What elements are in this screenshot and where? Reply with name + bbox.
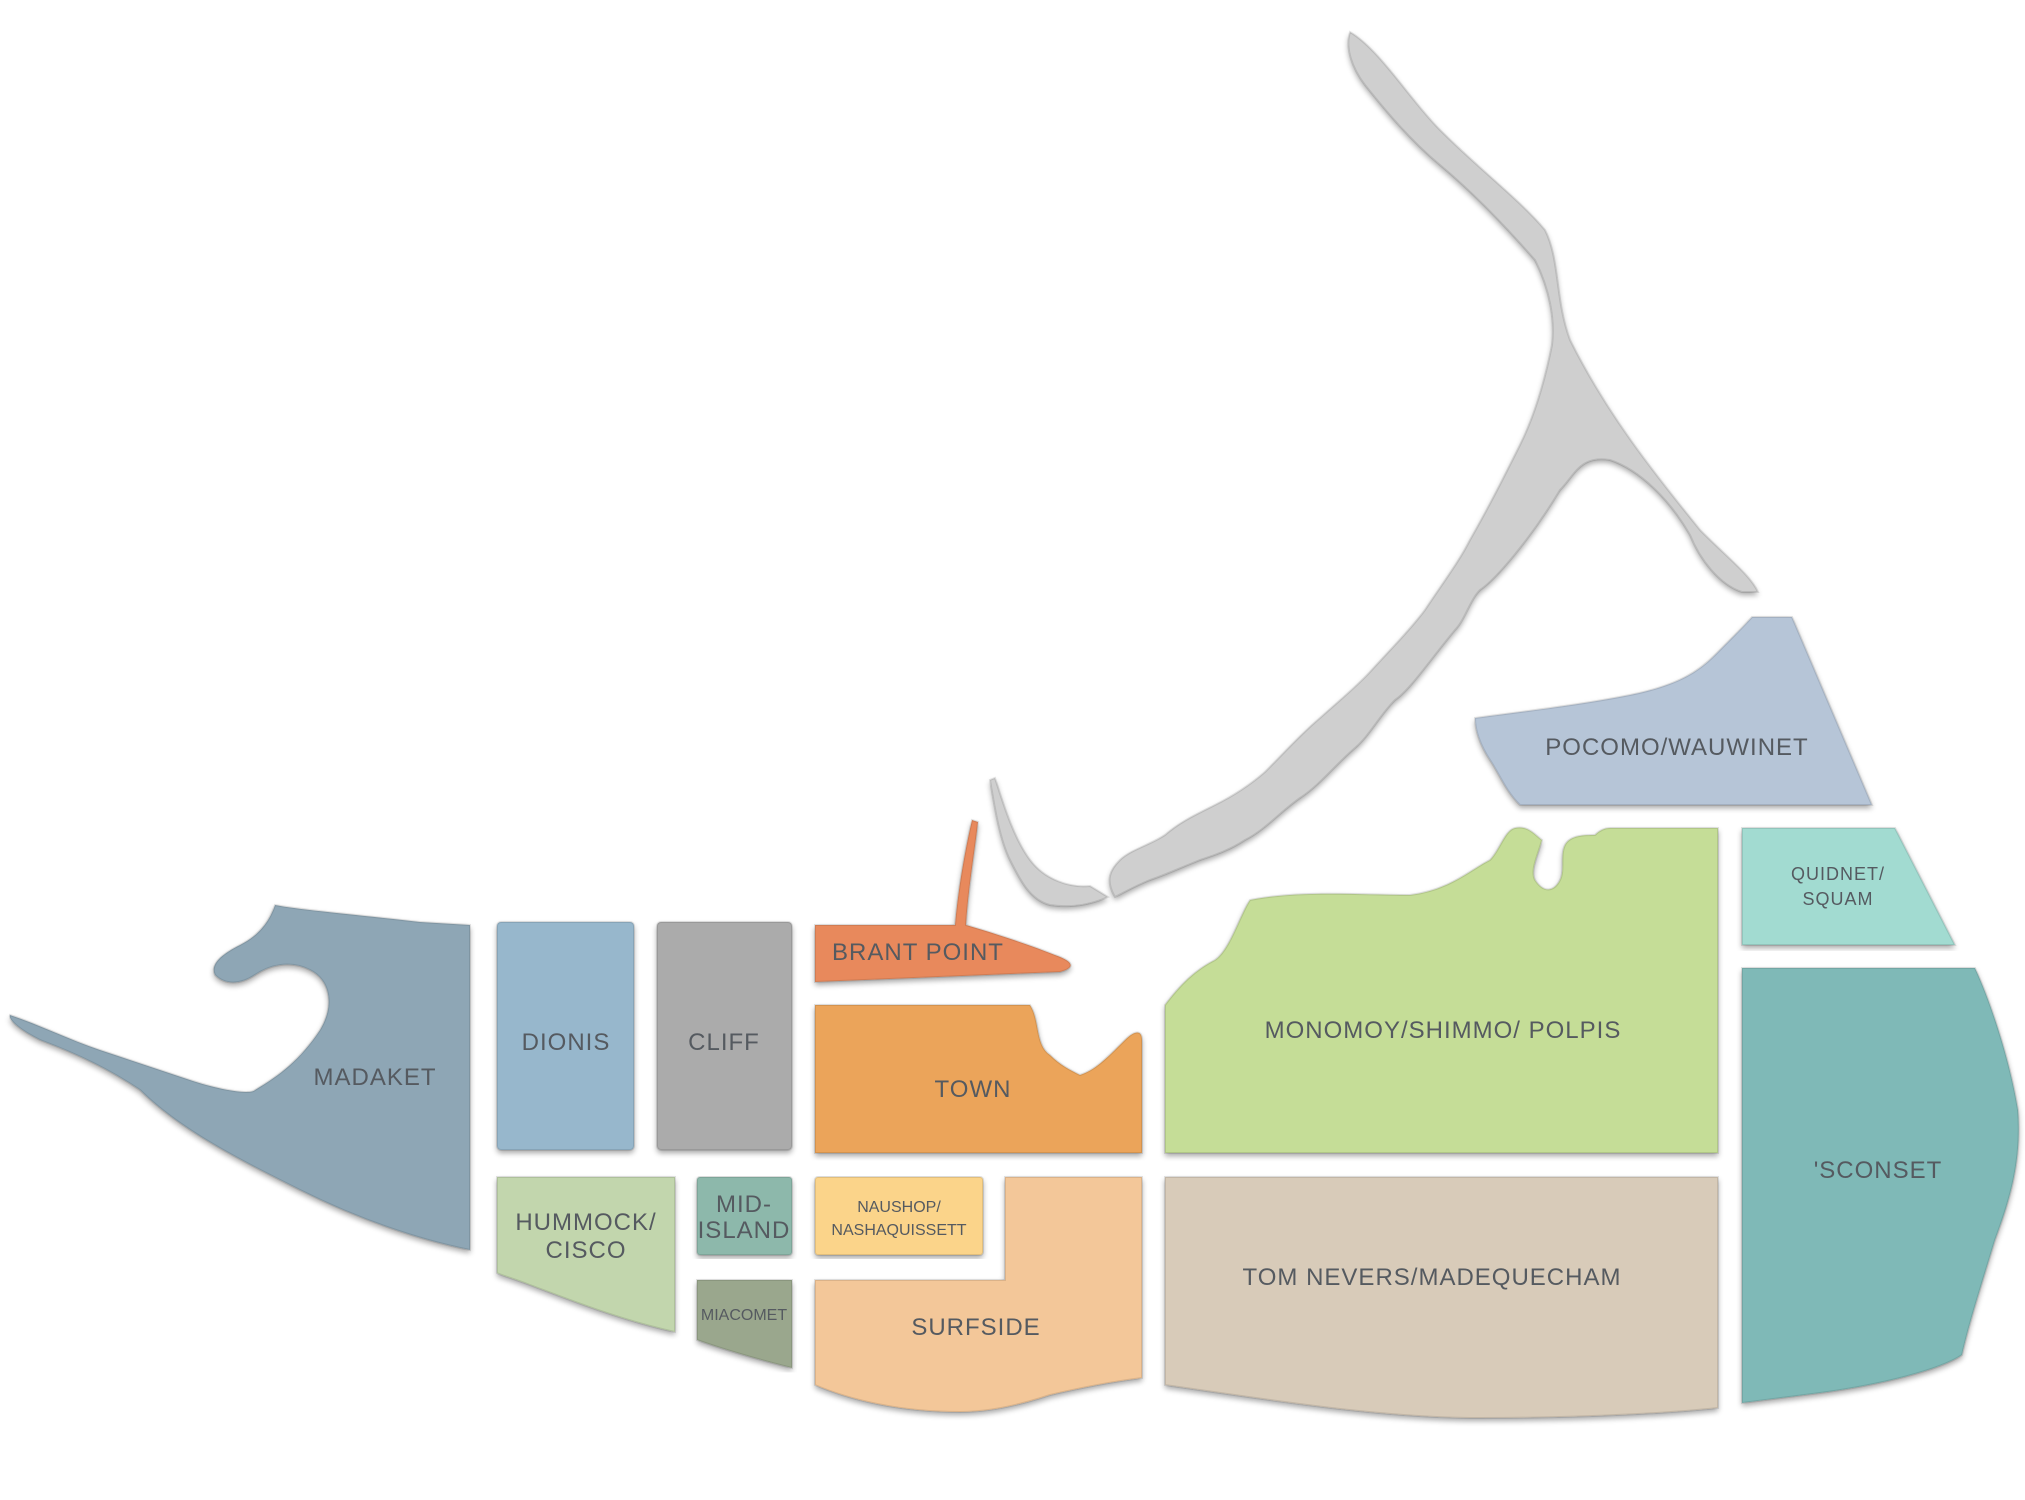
region-dionis[interactable] bbox=[496, 921, 635, 1151]
region-cliff[interactable] bbox=[656, 921, 793, 1151]
region-brant-point[interactable] bbox=[814, 818, 1072, 984]
region-madaket[interactable] bbox=[8, 903, 471, 1252]
region-miacomet[interactable] bbox=[696, 1279, 793, 1370]
region-tom-nevers[interactable] bbox=[1164, 1176, 1719, 1420]
region-town[interactable] bbox=[814, 1004, 1143, 1154]
region-sconset[interactable] bbox=[1741, 967, 2020, 1405]
region-quidnet[interactable] bbox=[1741, 827, 1957, 946]
region-naushop[interactable] bbox=[814, 1176, 984, 1256]
region-hummock-cisco[interactable] bbox=[496, 1176, 676, 1334]
region-monomoy[interactable] bbox=[1164, 826, 1719, 1154]
region-pocomo[interactable] bbox=[1473, 616, 1874, 806]
region-surfside[interactable] bbox=[814, 1176, 1143, 1414]
region-mid-island[interactable] bbox=[696, 1176, 793, 1256]
region-great-point[interactable] bbox=[988, 30, 1760, 908]
